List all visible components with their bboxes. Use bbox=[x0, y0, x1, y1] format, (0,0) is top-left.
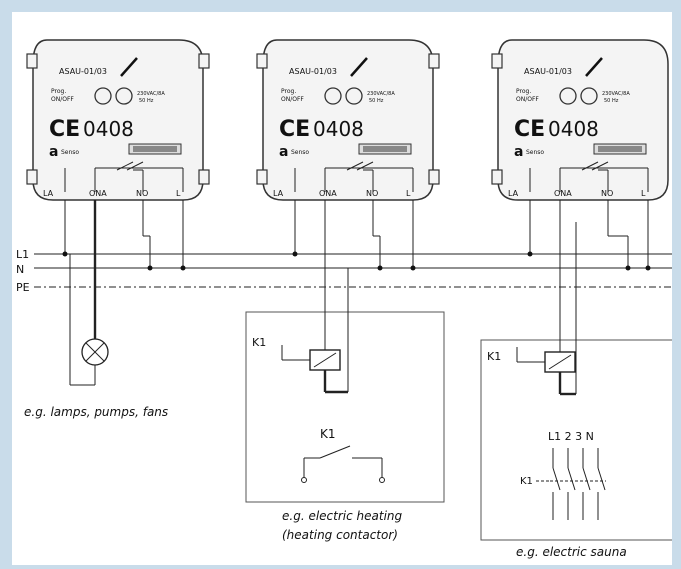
lamp-caption: e.g. lamps, pumps, fans bbox=[24, 405, 168, 419]
brand-name: Senso bbox=[61, 149, 79, 156]
sauna-caption: e.g. electric sauna bbox=[516, 545, 627, 559]
module-model: ASAU-01/03 bbox=[524, 67, 572, 76]
terminal-no: NO bbox=[366, 189, 378, 198]
terminal-l: L bbox=[641, 189, 646, 198]
wire-strip-icon bbox=[350, 57, 368, 77]
terminal-ona: ONA bbox=[319, 189, 337, 198]
sauna-contact bbox=[552, 467, 561, 491]
module-onoff-label: ON/OFF bbox=[516, 96, 539, 103]
sauna-enclosure bbox=[480, 339, 672, 541]
ce-mark: CE bbox=[279, 117, 310, 142]
module-onoff-label: ON/OFF bbox=[281, 96, 304, 103]
module-1: ASAU-01/03 Prog. ON/OFF 230VAC/8A 50 Hz … bbox=[26, 39, 210, 201]
module-model: ASAU-01/03 bbox=[59, 67, 107, 76]
prog-button bbox=[324, 87, 342, 105]
terminal-l: L bbox=[176, 189, 181, 198]
brand-logo: a bbox=[49, 144, 58, 160]
terminal-ona: ONA bbox=[554, 189, 572, 198]
brand-logo: a bbox=[514, 144, 523, 160]
brand-name: Senso bbox=[291, 149, 309, 156]
prog-button bbox=[94, 87, 112, 105]
terminal-la: LA bbox=[43, 189, 54, 198]
brand-logo: a bbox=[279, 144, 288, 160]
terminal-la: LA bbox=[273, 189, 284, 198]
module-rating-2: 50 Hz bbox=[369, 98, 384, 104]
terminal-no: NO bbox=[136, 189, 148, 198]
heating-caption-2: (heating contactor) bbox=[282, 528, 398, 542]
ce-number: 0408 bbox=[313, 117, 364, 141]
bus-lines: L1 N PE bbox=[16, 248, 672, 294]
heating-coil-label: K1 bbox=[252, 336, 266, 349]
prog-button bbox=[559, 87, 577, 105]
status-led bbox=[345, 87, 363, 105]
sauna-circuit: K1 L1 2 3 N K1 e.g. electric sauna bbox=[480, 200, 672, 559]
pe-label: PE bbox=[16, 281, 30, 294]
heating-circuit: K1 K1 e.g. electric heating (heating con… bbox=[245, 200, 445, 542]
brand-name: Senso bbox=[526, 149, 544, 156]
sauna-coil-label: K1 bbox=[487, 350, 501, 363]
sauna-contact-label: K1 bbox=[520, 476, 533, 487]
module-2: ASAU-01/03 Prog. ON/OFF 230VAC/8A 50 Hz … bbox=[256, 39, 440, 201]
module-prog-label: Prog. bbox=[281, 88, 296, 95]
module-model: ASAU-01/03 bbox=[289, 67, 337, 76]
wire-strip-icon bbox=[585, 57, 603, 77]
n-label: N bbox=[16, 263, 24, 276]
terminal-ona: ONA bbox=[89, 189, 107, 198]
terminal-no: NO bbox=[601, 189, 613, 198]
l1-label: L1 bbox=[16, 248, 29, 261]
ce-number: 0408 bbox=[548, 117, 599, 141]
module-rating-2: 50 Hz bbox=[604, 98, 619, 104]
module-rating-1: 230VAC/8A bbox=[137, 91, 165, 97]
module-prog-label: Prog. bbox=[51, 88, 66, 95]
status-led bbox=[115, 87, 133, 105]
ce-number: 0408 bbox=[83, 117, 134, 141]
terminal-l: L bbox=[406, 189, 411, 198]
module-3: ASAU-01/03 Prog. ON/OFF 230VAC/8A 50 Hz … bbox=[491, 39, 669, 201]
heating-caption-1: e.g. electric heating bbox=[282, 509, 403, 523]
heating-enclosure bbox=[245, 311, 445, 503]
module-rating-1: 230VAC/8A bbox=[602, 91, 630, 97]
module-rating-1: 230VAC/8A bbox=[367, 91, 395, 97]
lamp-circuit: e.g. lamps, pumps, fans bbox=[24, 200, 186, 419]
ce-mark: CE bbox=[514, 117, 545, 142]
module-rating-2: 50 Hz bbox=[139, 98, 154, 104]
heating-contact bbox=[319, 445, 351, 459]
wire-strip-icon bbox=[120, 57, 138, 77]
terminal-la: LA bbox=[508, 189, 519, 198]
module-prog-label: Prog. bbox=[516, 88, 531, 95]
sauna-terminal-labels: L1 2 3 N bbox=[548, 430, 594, 443]
ce-mark: CE bbox=[49, 117, 80, 142]
heating-contact-label: K1 bbox=[320, 427, 336, 441]
status-led bbox=[580, 87, 598, 105]
module-onoff-label: ON/OFF bbox=[51, 96, 74, 103]
